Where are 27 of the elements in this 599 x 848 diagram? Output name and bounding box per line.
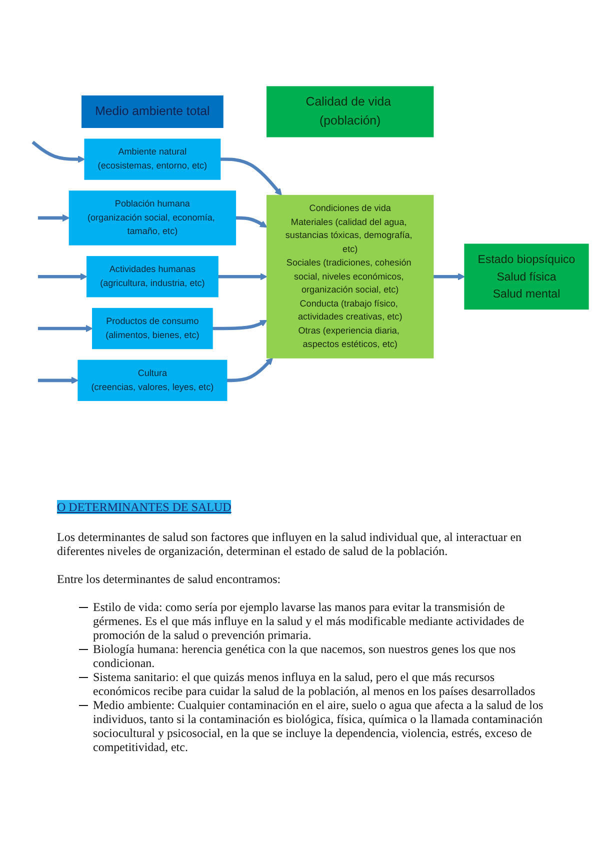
node-box: Medio ambiente total [81, 95, 223, 128]
node-box: Condiciones de vida Materiales (calidad del agua, sustancias tóxicas, demografía, etc) Sociales (tradiciones, cohesión social, niveles económicos, organización social, etc) Conducta (trabajo físico, actividades creativas, etc) Otras (experiencia diaria, aspectos estéticos, etc) [266, 194, 434, 358]
list-item-text: Medio ambiente: Cualquier contaminación en el aire, suelo o agua que afecta a la salud de los individuos, tanto si la contaminación es biológica, física, química o la llamada contaminación sociocultural y psicosocial, en la que se incluye la dependencia, violencia, estrés, exceso de competitividad, etc. [93, 698, 544, 754]
arrow [220, 158, 282, 196]
paragraph: Los determinantes de salud son factores que influyen en la salud individual que, al interactuar en diferentes niveles de organización, determinan el estado de salud de la población. [57, 530, 523, 558]
arrow [37, 214, 70, 222]
list-item-text: Biología humana: herencia genética con la que nacemos, son nuestros genes los que nos condicionan. [93, 642, 517, 670]
arrow [31, 140, 84, 163]
node-box: Ambiente natural (ecosistemas, entorno, etc) [84, 138, 220, 180]
arrow [432, 273, 464, 280]
arrow [226, 358, 272, 382]
node-box: Cultura (creencias, valores, leyes, etc) [77, 360, 227, 402]
node-box: Población humana (organización social, economía, tamaño, etc) [68, 190, 236, 246]
arrow [37, 324, 92, 332]
node-box: Estado biopsíquico Salud física Salud mental [464, 244, 588, 310]
node-box: Calidad de vida (población) [266, 86, 434, 138]
list-item-text: Estilo de vida: como sería por ejemplo lavarse las manos para evitar la transmisión de gérmenes. Es el que más influye en la salud y el más modificable mediante actividades de promoción de la salud o prevención primaria. [93, 600, 526, 642]
arrow [37, 376, 78, 384]
arrow [37, 273, 87, 280]
list-item-text: Sistema sanitario: el que quizás menos influya en la salud, pero el que más recursos económicos recibe para cuidar la salud de la población, al menos en los países desarrollados [93, 670, 536, 698]
arrow [212, 320, 267, 330]
node-box: Productos de consumo (alimentos, bienes, etc) [92, 308, 212, 350]
paragraph: Entre los determinantes de salud encontramos: [57, 572, 282, 586]
arrow [235, 216, 267, 228]
section-heading: O DETERMINANTES DE SALUD [57, 500, 232, 514]
arrow [218, 273, 267, 280]
node-box: Actividades humanas (agricultura, industria, etc) [86, 256, 218, 298]
